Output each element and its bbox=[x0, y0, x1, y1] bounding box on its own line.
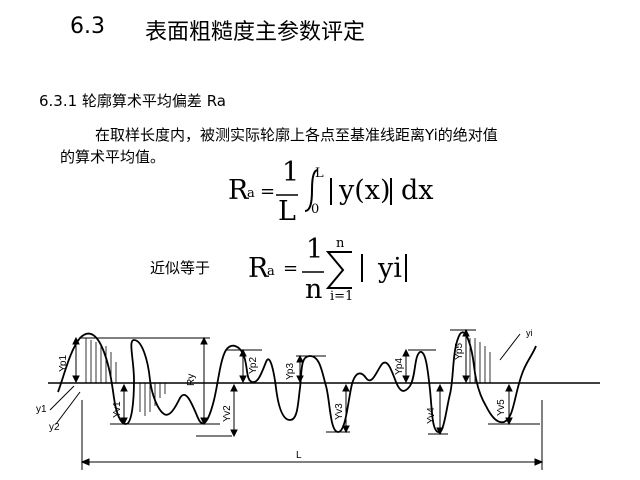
formula2-equals: = bbox=[283, 258, 299, 279]
approx-label: 近似等于 bbox=[150, 259, 211, 277]
formula2-lhs-main: R bbox=[248, 253, 269, 284]
description-line-1: 在取样长度内，被测实际轮廓上各点至基准线距离Yi的绝对值 bbox=[95, 126, 498, 144]
surface-profile-curve bbox=[57, 331, 537, 433]
label-length: L bbox=[296, 450, 302, 461]
formula1-equals: = bbox=[260, 181, 276, 202]
reference-lines bbox=[80, 329, 543, 470]
formula2-frac-num: 1 bbox=[306, 234, 324, 265]
formula2-lhs-sub: a bbox=[267, 264, 275, 279]
integral-sign bbox=[304, 169, 319, 212]
ordinate-hatching bbox=[85, 338, 491, 416]
label-yv5: Yv5 bbox=[496, 399, 507, 416]
label-yp2: Yp2 bbox=[248, 357, 259, 374]
formula2-sum-upper: n bbox=[336, 236, 345, 251]
formula1-int-lower: 0 bbox=[311, 202, 320, 217]
sum-sign bbox=[325, 251, 352, 289]
formula1-int-upper: L bbox=[315, 166, 324, 181]
formula1-lhs-main: R bbox=[228, 175, 249, 206]
formula1-frac-den: L bbox=[278, 196, 296, 227]
description-line-2: 的算术平均值。 bbox=[60, 148, 166, 166]
section-title: 表面粗糙度主参数评定 bbox=[145, 20, 366, 45]
formula1-frac-num: 1 bbox=[282, 157, 300, 188]
section-number: 6.3 bbox=[70, 14, 105, 39]
formula1-lhs-sub: a bbox=[247, 186, 255, 201]
label-yp1: Yp1 bbox=[58, 355, 69, 372]
formula2-frac-den: n bbox=[305, 274, 323, 305]
formula1-differential: dx bbox=[401, 175, 434, 206]
formula2-term: yi bbox=[378, 253, 402, 284]
label-yv2: Yv2 bbox=[222, 405, 233, 422]
formula2-sum-lower: i=1 bbox=[330, 289, 354, 304]
dimension-arrows bbox=[49, 328, 544, 466]
label-yi: yi bbox=[526, 328, 533, 338]
label-yp3: Yp3 bbox=[285, 363, 296, 380]
label-y2: y2 bbox=[49, 422, 60, 433]
formula1-integrand: y(x) bbox=[339, 175, 391, 206]
label-yp5: Yp5 bbox=[454, 343, 465, 360]
label-yv4: Yv4 bbox=[426, 407, 437, 424]
label-yp4: Yp4 bbox=[394, 358, 405, 375]
subsection-title: 6.3.1 轮廓算术平均偏差 Ra bbox=[39, 92, 226, 110]
label-yv3: Yv3 bbox=[334, 403, 345, 420]
label-yv1: Yv1 bbox=[112, 401, 123, 418]
label-y1: y1 bbox=[36, 404, 47, 415]
label-ry: Ry bbox=[186, 374, 197, 386]
